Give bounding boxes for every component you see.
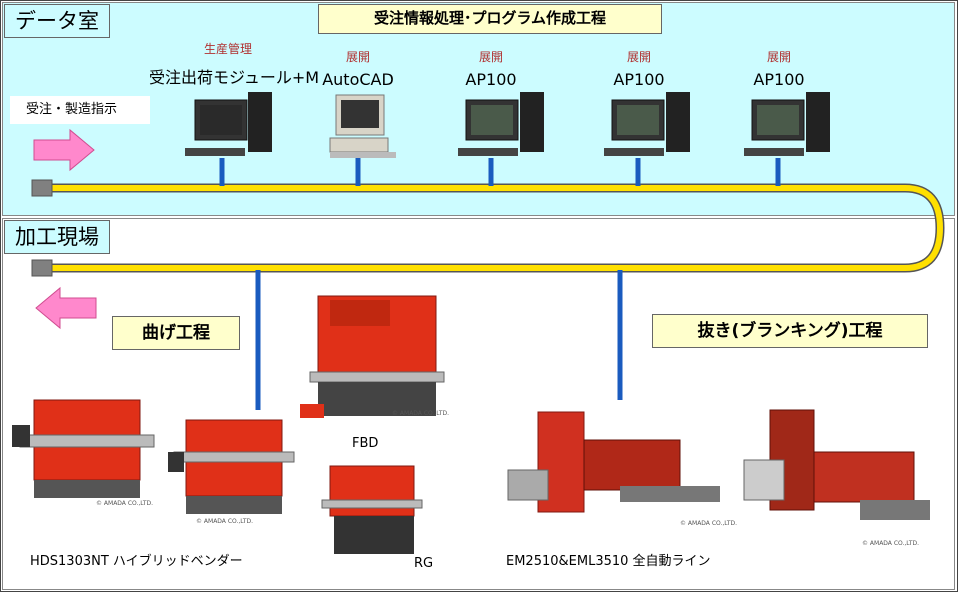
copyright-mark: © AMADA CO.,LTD. <box>196 518 254 525</box>
workstation-pc-3-icon <box>458 92 544 156</box>
bending-process-title: 曲げ工程 <box>112 316 240 350</box>
copyright-mark: © AMADA CO.,LTD. <box>862 540 920 547</box>
fbd-machine-icon <box>300 295 445 418</box>
cable-terminal-top <box>31 179 53 197</box>
workstation-2-name: AutoCAD <box>322 70 394 89</box>
network-cable <box>50 185 944 271</box>
workstation-pc-4-icon <box>604 92 690 156</box>
workstation-1-role: 生産管理 <box>203 42 252 56</box>
fbd-caption: FBD <box>352 436 379 451</box>
rg-machine-icon <box>321 465 423 554</box>
workstation-3-role: 展開 <box>478 50 503 64</box>
factory-drop-lines <box>255 270 623 410</box>
workstation-pc-5-icon <box>744 92 830 156</box>
hds1303nt-machine-1-icon <box>12 399 155 498</box>
order-instruction-label: 受注・製造指示 <box>10 96 150 124</box>
factory-label: 加工現場 <box>4 220 110 254</box>
blanking-process-title: 抜き(ブランキング)工程 <box>652 314 928 348</box>
data-room-label: データ室 <box>4 4 110 38</box>
rg-caption: RG <box>414 556 434 571</box>
hds1303nt-caption: HDS1303NT ハイブリッドベンダー <box>30 554 243 569</box>
workstation-5-name: AP100 <box>753 70 805 89</box>
workstation-3-name: AP100 <box>465 70 517 89</box>
workstation-pc-1-icon <box>185 92 272 156</box>
workstation-drop-lines <box>219 158 781 186</box>
factory-output-arrow <box>35 286 97 330</box>
copyright-mark: © AMADA CO.,LTD. <box>392 410 450 417</box>
workstation-4-role: 展開 <box>626 50 651 64</box>
workstation-4-name: AP100 <box>613 70 665 89</box>
blanking-line-caption: EM2510&EML3510 全自動ライン <box>506 554 711 569</box>
order-input-arrow <box>33 128 95 172</box>
eml3510-line-icon <box>743 409 930 520</box>
em2510-line-icon <box>507 411 720 513</box>
workstation-5-role: 展開 <box>766 50 791 64</box>
network-cable-outline <box>50 183 945 273</box>
workstation-pc-2-icon <box>329 94 396 158</box>
workstation-2-role: 展開 <box>345 50 370 64</box>
copyright-mark: © AMADA CO.,LTD. <box>96 500 154 507</box>
factory-zone <box>2 218 955 590</box>
process-title: 受注情報処理･プログラム作成工程 <box>318 4 662 34</box>
hds1303nt-machine-2-icon <box>168 419 295 514</box>
cable-terminal-bottom <box>31 259 53 277</box>
workstation-1-name: 受注出荷モジュール+M <box>148 68 320 87</box>
copyright-mark: © AMADA CO.,LTD. <box>680 520 738 527</box>
